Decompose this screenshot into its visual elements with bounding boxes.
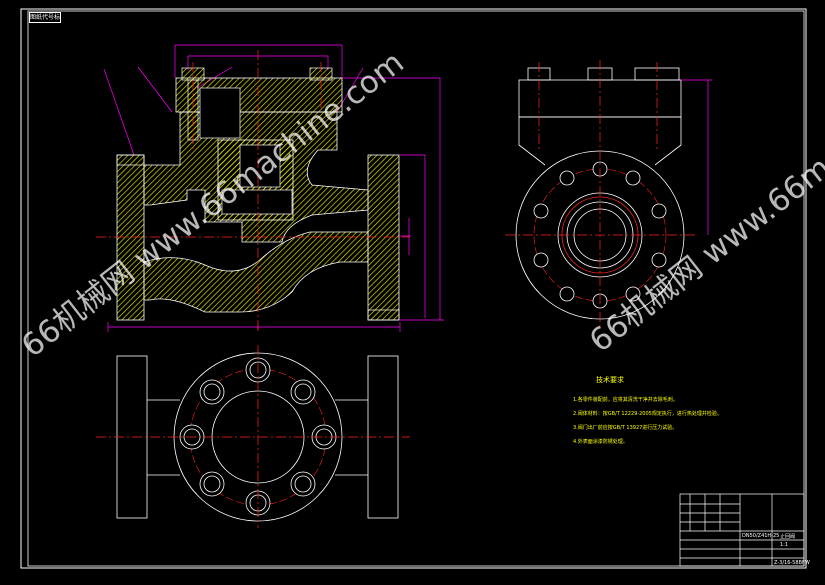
flange-steps xyxy=(116,154,400,321)
title-block xyxy=(679,493,805,567)
title-block-sheet: Z-3/16-58BFW xyxy=(774,560,810,566)
valve-internal-cavity xyxy=(199,87,293,215)
top-centerlines xyxy=(96,345,410,528)
tech-requirements-title: 技术要求 xyxy=(596,376,624,384)
side-centerlines xyxy=(505,60,695,330)
tech-note-1: 1.各零件装配前，应将其清洗干净并去除毛刺。 xyxy=(573,397,678,403)
front-section-view xyxy=(96,44,444,332)
title-block-drawing-no: DN50/Z41H-25 xyxy=(742,533,780,539)
tech-note-3: 3.阀门出厂前应按GB/T 13927进行压力试验。 xyxy=(573,425,678,431)
side-view xyxy=(505,60,712,330)
top-view xyxy=(96,345,410,528)
inner-frame xyxy=(27,10,805,567)
side-dimensions xyxy=(681,79,712,235)
tech-note-4: 4.外表面涂漆防锈处理。 xyxy=(573,439,628,445)
title-block-part-name: 止回阀 xyxy=(780,534,796,540)
outer-frame xyxy=(20,8,807,569)
tech-note-2: 2.阀体材料：按GB/T 12229-2005规定执行，进行热处理并检验。 xyxy=(573,411,722,417)
front-centerlines xyxy=(96,50,410,330)
title-block-scale: 1:1 xyxy=(780,542,789,548)
bonnet-bolts xyxy=(181,67,333,141)
drawing-stamp: 图纸代号标注 xyxy=(29,12,61,23)
